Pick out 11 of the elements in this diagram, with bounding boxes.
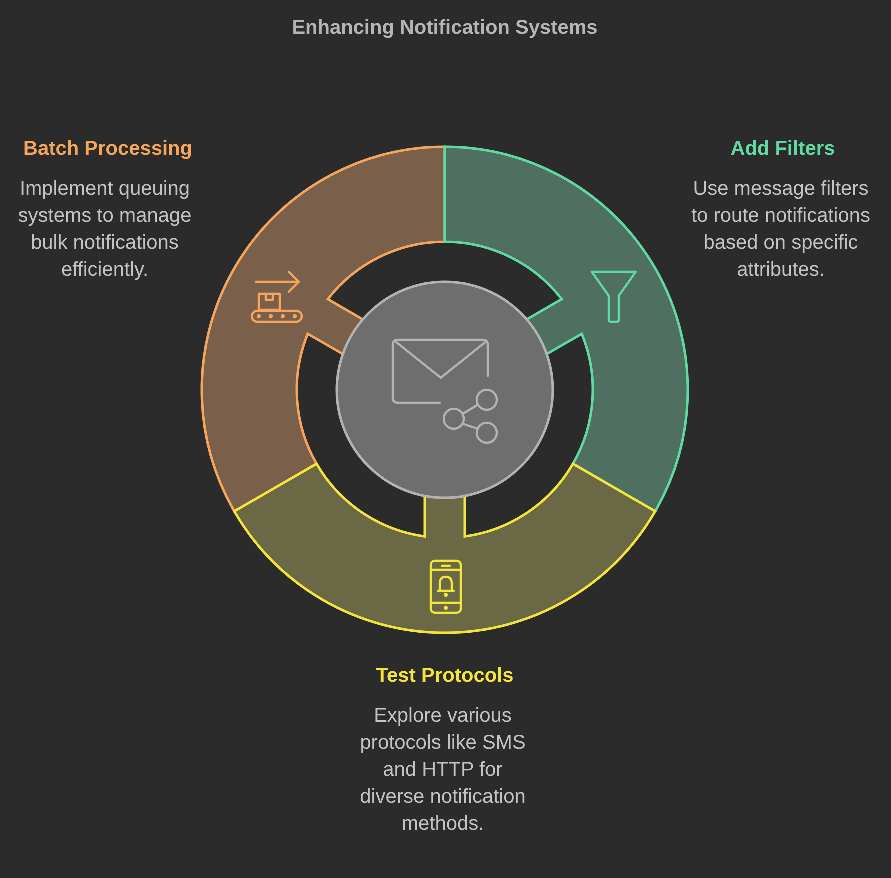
segment-heading: Test Protocols bbox=[375, 664, 515, 688]
segment-heading: Batch Processing bbox=[22, 137, 194, 161]
segment-description: Explore various protocols like SMS and HTTP for diverse notification methods. bbox=[359, 704, 527, 837]
segment-description: Use message filters to route notifications based on specific attributes. bbox=[690, 177, 872, 283]
segment-heading: Add Filters bbox=[730, 137, 836, 161]
ring-segment bbox=[200, 146, 446, 513]
ring-segment bbox=[233, 462, 657, 634]
segment-description: Implement queuing systems to manage bulk notifications efficiently. bbox=[17, 177, 193, 283]
center-circle bbox=[336, 280, 554, 500]
title: Enhancing Notification Systems bbox=[291, 16, 599, 40]
ring-segment bbox=[444, 146, 690, 513]
